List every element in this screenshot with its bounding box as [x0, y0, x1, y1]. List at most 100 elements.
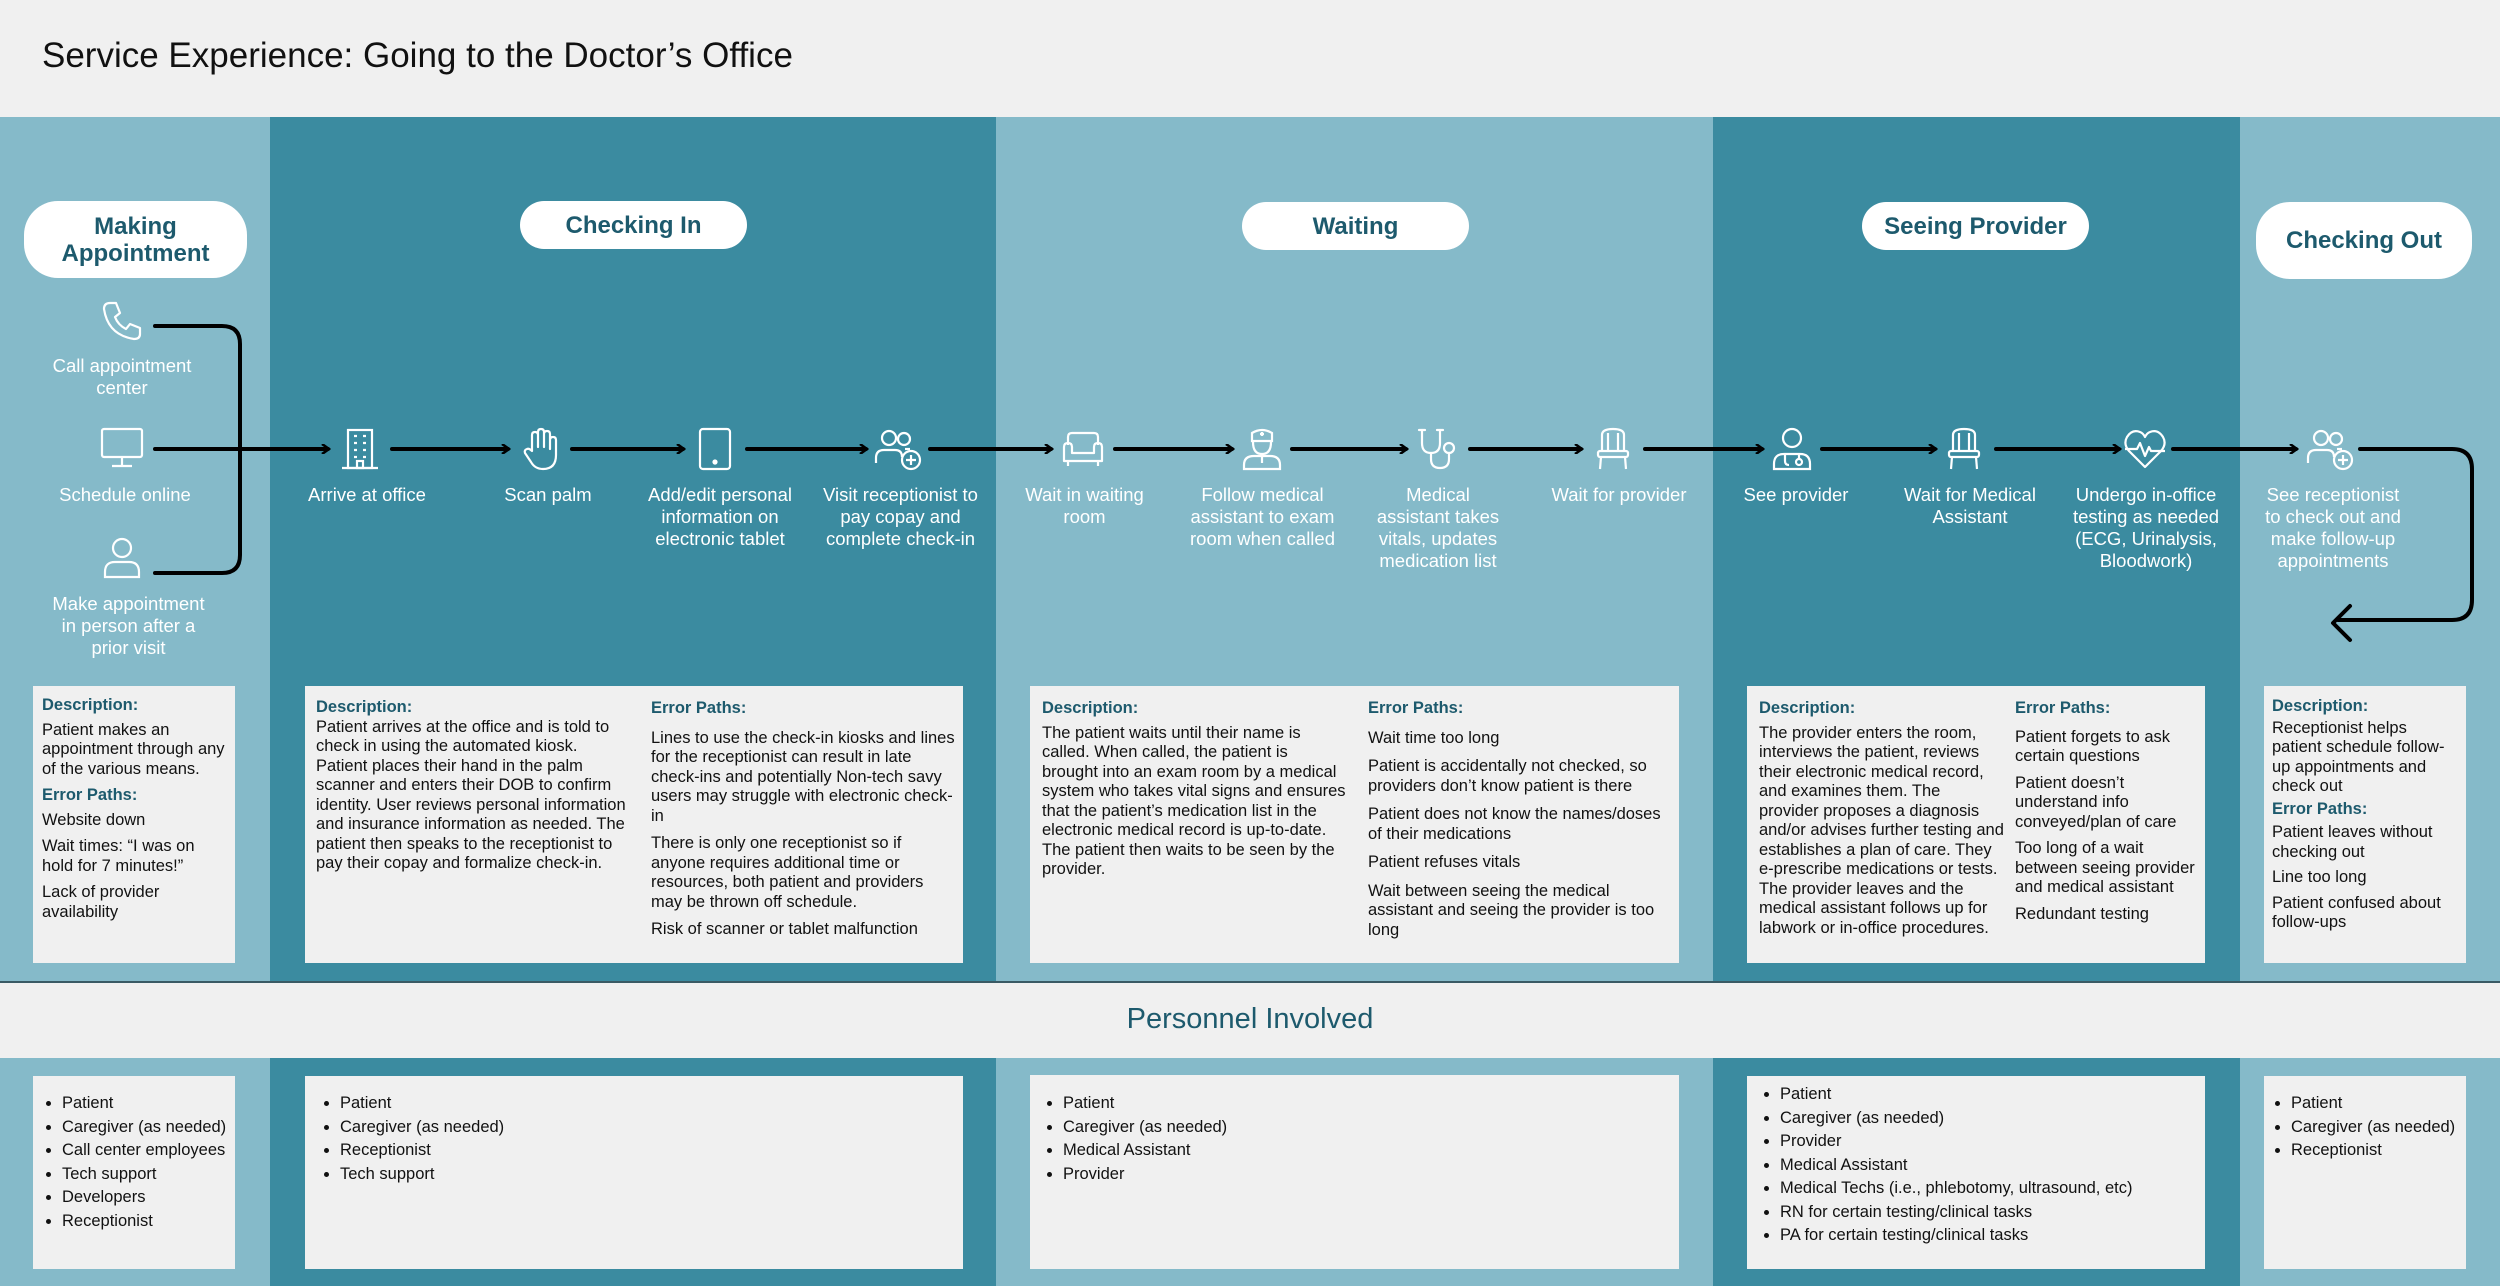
- personnel-item: Caregiver (as needed): [2291, 1116, 2466, 1140]
- error-item: Patient confused about follow-ups: [2272, 893, 2441, 932]
- description-card-checkout: Description: Receptionist helps patient …: [2264, 686, 2466, 963]
- doctor-icon: [1768, 425, 1816, 473]
- description-heading: Description:: [42, 696, 139, 714]
- phone-icon: [98, 297, 146, 345]
- stage-pill-checkout: Checking Out: [2256, 202, 2472, 279]
- personnel-item: Tech support: [340, 1163, 963, 1187]
- personnel-item: Caregiver (as needed): [1780, 1107, 2205, 1131]
- page-title: Service Experience: Going to the Doctor’…: [42, 36, 793, 75]
- step-label-waitroom: Wait in waiting room: [1025, 484, 1144, 527]
- personnel-list: Patient Caregiver (as needed) Receptioni…: [2266, 1076, 2466, 1163]
- stage-pill-making: Making Appointment: [24, 201, 247, 278]
- description-heading: Description:: [1042, 699, 1139, 717]
- personnel-item: Developers: [62, 1186, 235, 1210]
- description-text: Patient makes an appointment through any…: [42, 720, 225, 778]
- description-heading: Description:: [2272, 697, 2369, 715]
- return-arrow: [2336, 447, 2474, 622]
- step-label-in-person: Make appointment in person after a prior…: [52, 593, 205, 658]
- personnel-item: Provider: [1063, 1163, 1679, 1187]
- personnel-item: Patient: [340, 1092, 963, 1116]
- description-text: The provider enters the room, interviews…: [1759, 723, 2004, 937]
- error-item: Wait time too long: [1368, 728, 1500, 747]
- personnel-item: Receptionist: [340, 1139, 963, 1163]
- hand-icon: [516, 425, 564, 473]
- stage-pill-checkin: Checking In: [520, 201, 747, 249]
- step-label-tablet: Add/edit personal information on electro…: [648, 484, 792, 549]
- people-plus-icon: [874, 425, 922, 473]
- chair-icon: [1589, 425, 1637, 473]
- error-item: Line too long: [2272, 868, 2367, 886]
- error-item: Lack of provider availability: [42, 883, 160, 921]
- description-heading: Description:: [1759, 699, 1856, 717]
- description-card-making: Description: Patient makes an appointmen…: [33, 686, 235, 963]
- return-arrowhead: [2331, 604, 2352, 642]
- personnel-card-checkout: Patient Caregiver (as needed) Receptioni…: [2264, 1076, 2466, 1269]
- flow-arrows: [153, 324, 2474, 642]
- personnel-item: Call center employees: [62, 1139, 235, 1163]
- error-item: There is only one receptionist so if any…: [651, 834, 924, 911]
- step-label-see: See provider: [1743, 484, 1849, 505]
- step-label-waitma: Wait for Medical Assistant: [1904, 484, 2036, 527]
- personnel-card-waiting: Patient Caregiver (as needed) Medical As…: [1030, 1075, 1679, 1269]
- tablet-icon: [691, 425, 739, 473]
- sofa-icon: [1059, 425, 1107, 473]
- error-item: Wait times: “I was on hold for 7 minutes…: [42, 837, 195, 875]
- description-text: The patient waits until their name is ca…: [1042, 723, 1346, 879]
- personnel-list: Patient Caregiver (as needed) Medical As…: [1038, 1075, 1679, 1186]
- personnel-item: Receptionist: [62, 1210, 235, 1234]
- personnel-item: Medical Assistant: [1063, 1139, 1679, 1163]
- description-text: Patient arrives at the office and is tol…: [316, 717, 626, 873]
- error-item: Redundant testing: [2015, 904, 2149, 923]
- error-item: Patient refuses vitals: [1368, 853, 1521, 871]
- error-item: Patient leaves without checking out: [2272, 823, 2433, 861]
- step-label-online: Schedule online: [59, 484, 191, 505]
- personnel-list: Patient Caregiver (as needed) Call cente…: [37, 1076, 235, 1233]
- section-divider: [0, 981, 2500, 983]
- error-item: Patient does not know the names/doses of…: [1368, 805, 1661, 843]
- step-label-follow: Follow medical assistant to exam room wh…: [1190, 484, 1335, 549]
- personnel-item: Medical Techs (i.e., phlebotomy, ultraso…: [1780, 1177, 2205, 1201]
- step-label-testing: Undergo in-office testing as needed (ECG…: [2072, 484, 2220, 571]
- error-item: Patient forgets to ask certain questions: [2015, 727, 2171, 766]
- personnel-card-checkin: Patient Caregiver (as needed) Receptioni…: [305, 1076, 963, 1269]
- error-item: Lines to use the check-in kiosks and lin…: [651, 728, 955, 825]
- stage-pill-waiting: Waiting: [1242, 202, 1469, 250]
- error-heading: Error Paths:: [651, 699, 747, 717]
- personnel-item: Medical Assistant: [1780, 1154, 2205, 1178]
- personnel-item: Patient: [1063, 1092, 1679, 1116]
- personnel-list: Patient Caregiver (as needed) Provider M…: [1755, 1076, 2205, 1248]
- personnel-item: PA for certain testing/clinical tasks: [1780, 1224, 2205, 1248]
- personnel-item: Tech support: [62, 1163, 235, 1187]
- error-item: Website down: [42, 810, 146, 829]
- error-heading: Error Paths:: [1368, 699, 1464, 717]
- heartbeat-icon: [2121, 425, 2169, 473]
- step-label-arrive: Arrive at office: [308, 484, 426, 505]
- personnel-title: Personnel Involved: [1126, 1003, 1374, 1035]
- stethoscope-icon: [1414, 425, 1462, 473]
- person-icon: [98, 533, 146, 581]
- description-card-seeing: Description: The provider enters the roo…: [1747, 686, 2205, 963]
- description-card-waiting: Description: The patient waits until the…: [1030, 686, 1679, 963]
- personnel-item: Receptionist: [2291, 1139, 2466, 1163]
- personnel-item: Provider: [1780, 1130, 2205, 1154]
- personnel-card-making: Patient Caregiver (as needed) Call cente…: [33, 1076, 235, 1269]
- chair-icon: [1940, 425, 1988, 473]
- step-label-scan: Scan palm: [504, 484, 592, 505]
- error-item: Patient is accidentally not checked, so …: [1368, 757, 1647, 795]
- error-heading: Error Paths:: [42, 786, 138, 804]
- personnel-list: Patient Caregiver (as needed) Receptioni…: [315, 1076, 963, 1186]
- error-item: Too long of a wait between seeing provid…: [2015, 839, 2195, 896]
- personnel-item: Caregiver (as needed): [62, 1116, 235, 1140]
- step-label-waitprov: Wait for provider: [1551, 484, 1687, 505]
- personnel-card-seeing: Patient Caregiver (as needed) Provider M…: [1747, 1076, 2205, 1269]
- error-heading: Error Paths:: [2015, 699, 2111, 717]
- personnel-item: Patient: [62, 1092, 235, 1116]
- step-label-call: Call appointment center: [52, 355, 192, 398]
- personnel-item: RN for certain testing/clinical tasks: [1780, 1201, 2205, 1225]
- error-heading: Error Paths:: [2272, 799, 2368, 818]
- step-label-receptionist: Visit receptionist to pay copay and comp…: [823, 484, 978, 549]
- personnel-item: Caregiver (as needed): [340, 1116, 963, 1140]
- error-item: Risk of scanner or tablet malfunction: [651, 920, 918, 938]
- description-card-checkin: Description: Patient arrives at the offi…: [305, 686, 963, 963]
- personnel-item: Patient: [1780, 1083, 2205, 1107]
